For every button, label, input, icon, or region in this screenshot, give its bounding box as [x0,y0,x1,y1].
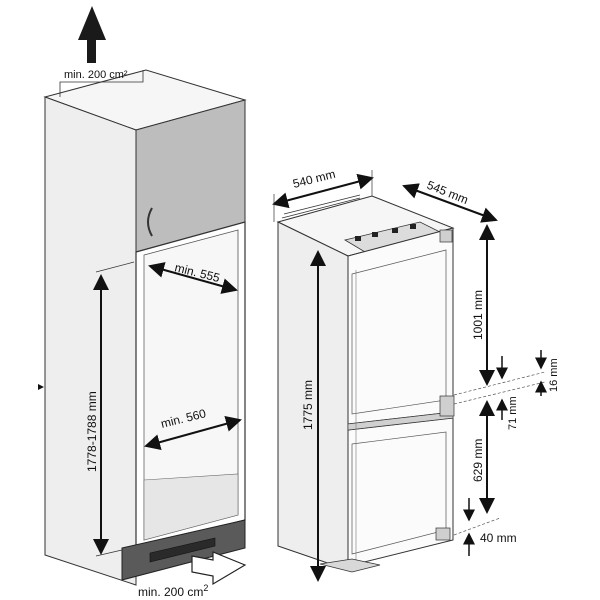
fridge-lower-front [347,417,454,567]
fridge-height-label: 1775 mm [301,380,315,430]
cabinet-side-panel [44,96,137,586]
bottom-gap-label: 40 mm [480,531,517,545]
vent-bottom-arrow-icon [191,551,247,586]
niche-height-label: 1778-1788 mm [85,391,99,472]
vent-bottom-label: min. 200 cm2 [138,583,208,599]
door-handle-icon [147,207,153,237]
niche-floor [143,473,239,541]
gap-small-label: 16 mm [548,358,560,392]
lower-section-label: 629 mm [471,439,485,482]
fridge-width-dim [272,173,374,209]
niche-width-top-dim [148,262,238,294]
fridge-width-label: 540 mm [291,167,336,191]
cabinet [38,69,247,586]
vent-top-label: min. 200 cm² [64,69,128,81]
fridge-depth-dim [402,183,498,223]
gap-mid-label: 71 mm [507,396,519,430]
vent-top-arrow-icon [78,6,106,63]
fridge-upper-front [347,227,454,425]
niche-width-bottom-dim [144,416,242,450]
upper-section-label: 1001 mm [471,290,485,340]
plinth-vent-icon [149,537,216,563]
